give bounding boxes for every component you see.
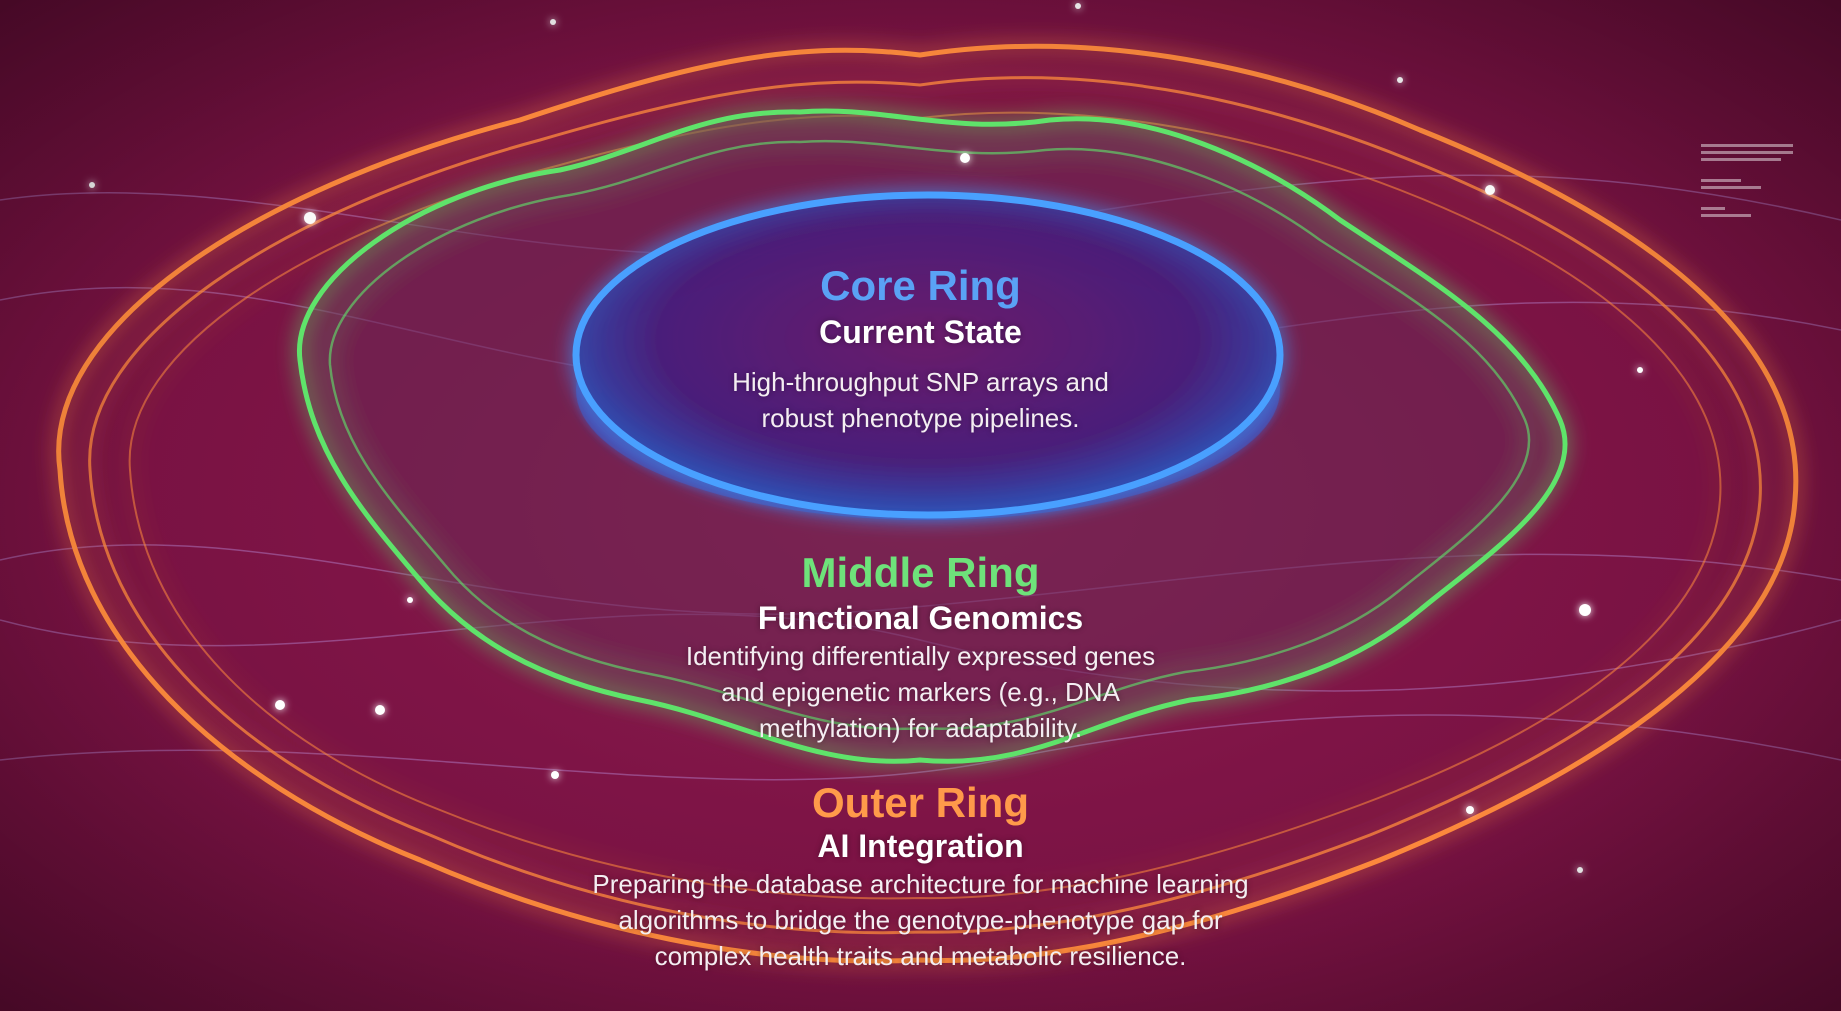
outer-ring-subtitle: AI Integration (817, 828, 1024, 864)
outer-ring-description-line: Preparing the database architecture for … (592, 869, 1249, 899)
outer-ring-description-line: algorithms to bridge the genotype-phenot… (618, 905, 1223, 935)
middle-ring-subtitle: Functional Genomics (757, 600, 1084, 636)
middle-ring-title: Middle Ring (801, 549, 1040, 596)
core-ring-description: High-throughput SNP arrays and robust ph… (0, 364, 1841, 436)
core-ring-description-line: High-throughput SNP arrays and (732, 367, 1109, 397)
outer-ring-title: Outer Ring (812, 779, 1029, 826)
middle-ring-description-line: methylation) for adaptability. (758, 713, 1083, 743)
outer-ring-description: Preparing the database architecture for … (0, 866, 1841, 974)
middle-ring-description-line: and epigenetic markers (e.g., DNA (721, 677, 1120, 707)
core-ring-description-line: robust phenotype pipelines. (761, 403, 1080, 433)
hud-decoration (1701, 140, 1793, 280)
core-ring-subtitle: Current State (819, 314, 1022, 350)
core-ring-title: Core Ring (820, 262, 1021, 309)
middle-ring-description-line: Identifying differentially expressed gen… (685, 641, 1156, 671)
outer-ring-description-line: complex health traits and metabolic resi… (654, 941, 1187, 971)
middle-ring-description: Identifying differentially expressed gen… (0, 638, 1841, 746)
